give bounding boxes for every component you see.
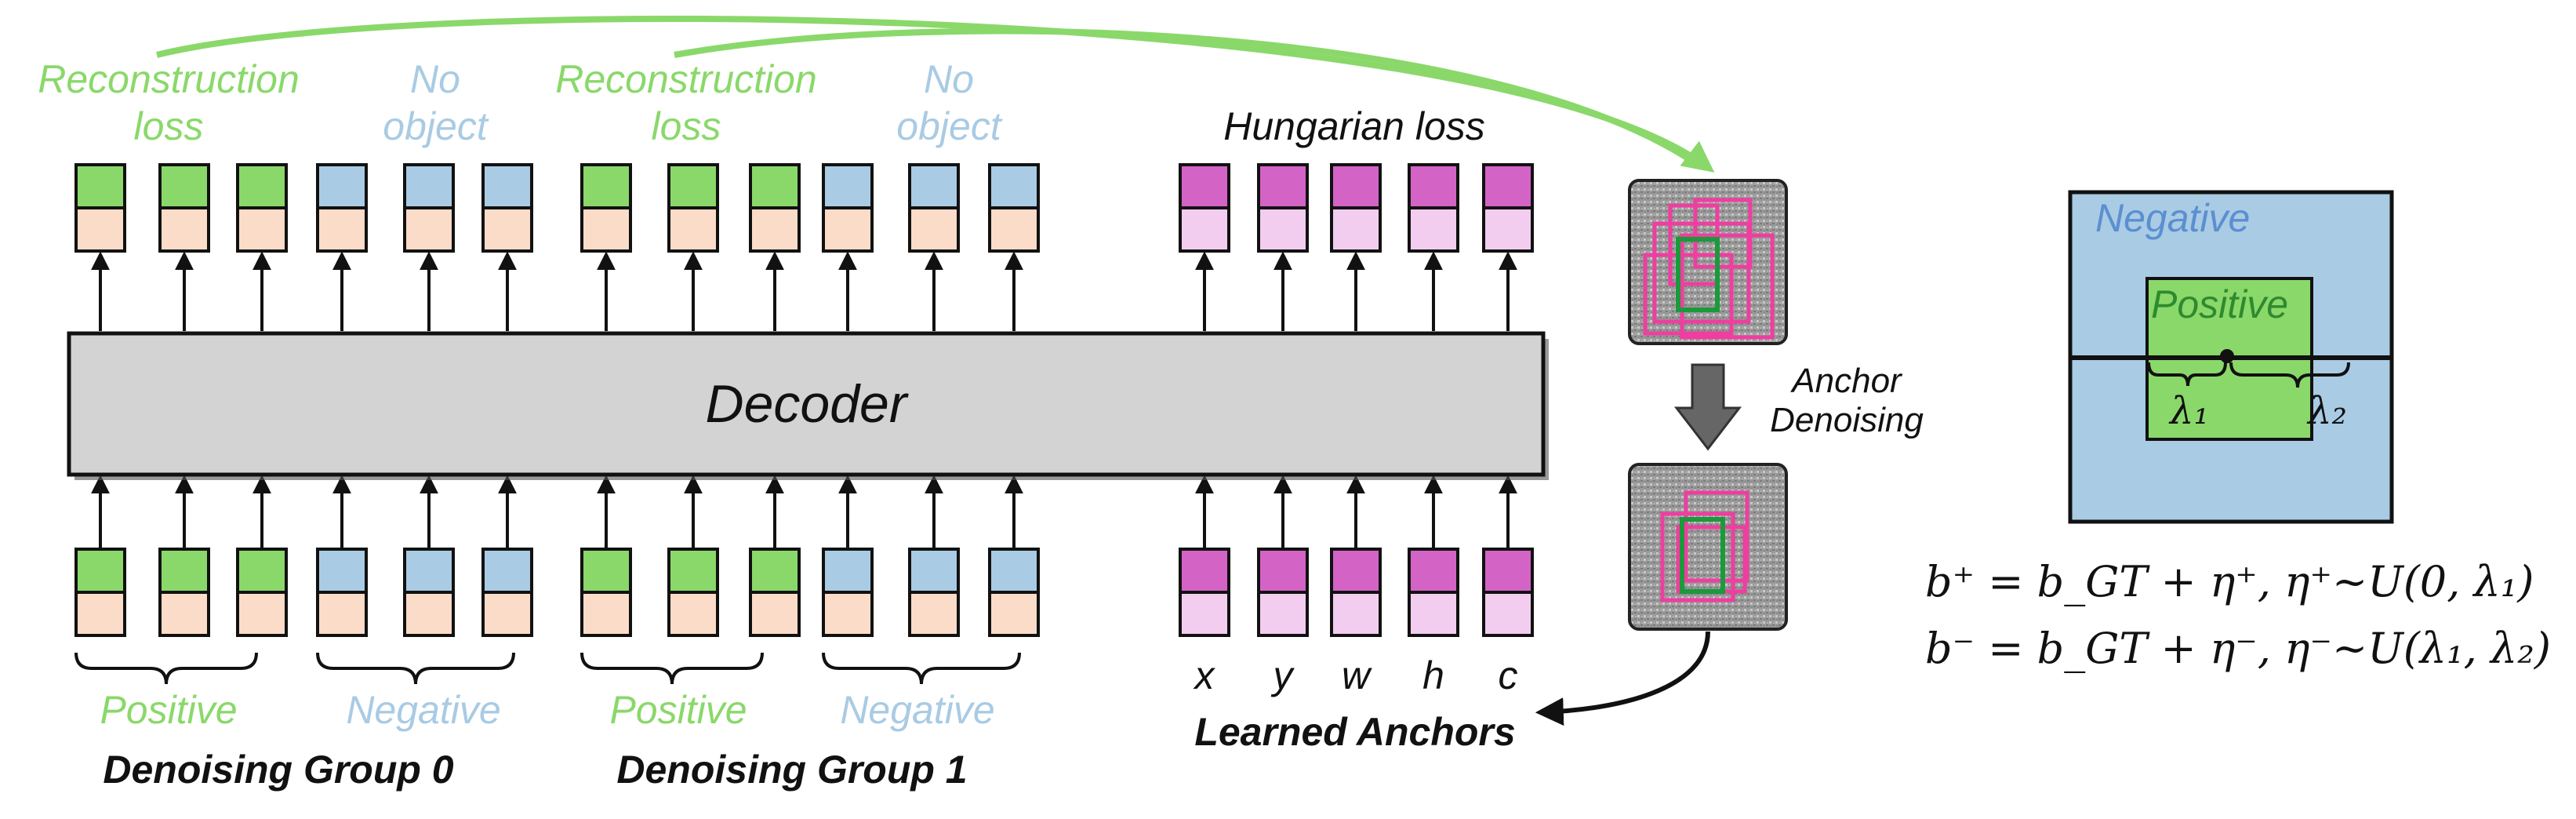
anchor-coord-x: x [1194, 653, 1216, 697]
output-token-neg-0-0 [316, 163, 368, 253]
top-label-recon-1: Reconstruction loss [555, 57, 817, 148]
anchor-denoising-label-2: Denoising [1770, 401, 1924, 439]
input-token-neg-1-2 [988, 548, 1040, 637]
lambda1-brace [2147, 362, 2227, 387]
svg-text:loss: loss [134, 104, 204, 148]
output-arrows [91, 251, 1517, 331]
input-token-neg-0-1 [403, 548, 455, 637]
noisy-anchor-image-top [1628, 179, 1788, 345]
input-token-pos-1-0 [580, 548, 632, 637]
input-token-pos-0-2 [236, 548, 288, 637]
output-token-pos-0-0 [74, 163, 126, 253]
output-token-neg-1-2 [988, 163, 1040, 253]
denoised-anchor-image-bottom [1628, 463, 1788, 631]
label-negative-0: Negative [346, 688, 500, 732]
label-group-0: Denoising Group 0 [103, 748, 453, 792]
lambda1-label: λ₁ [2168, 389, 2209, 433]
lambda2-brace [2229, 362, 2350, 388]
label-group-1: Denoising Group 1 [616, 748, 967, 792]
output-tokens [74, 163, 1534, 253]
label-positive-1: Positive [609, 688, 747, 732]
label-positive-0: Positive [100, 688, 237, 732]
svg-text:object: object [896, 104, 1003, 148]
group-braces [74, 652, 1021, 685]
output-token-anchor-1 [1257, 163, 1309, 253]
top-label-noobj-1: No object [896, 57, 1003, 148]
input-token-neg-1-0 [822, 548, 874, 637]
output-token-neg-0-1 [403, 163, 455, 253]
output-token-pos-1-0 [580, 163, 632, 253]
output-token-pos-1-1 [667, 163, 719, 253]
input-token-neg-0-0 [316, 548, 368, 637]
input-tokens [74, 548, 1534, 637]
label-learned-anchors: Learned Anchors [1194, 710, 1515, 754]
input-arrows [91, 475, 1517, 548]
output-token-anchor-2 [1330, 163, 1382, 253]
input-token-anchor-2 [1330, 548, 1382, 637]
output-token-neg-1-0 [822, 163, 874, 253]
output-token-anchor-4 [1482, 163, 1534, 253]
label-negative-1: Negative [840, 688, 994, 732]
input-token-pos-0-0 [74, 548, 126, 637]
svg-text:object: object [383, 104, 489, 148]
equation-negative: b⁻ = b_GT + η⁻, η⁻~U(λ₁, λ₂) [1925, 624, 2551, 673]
output-token-pos-0-2 [236, 163, 288, 253]
output-token-anchor-0 [1179, 163, 1230, 253]
input-token-anchor-0 [1179, 548, 1230, 637]
anchor-coord-c: c [1499, 653, 1518, 697]
svg-text:Reconstruction: Reconstruction [38, 57, 300, 101]
input-token-anchor-3 [1408, 548, 1459, 637]
output-token-neg-0-2 [481, 163, 533, 253]
output-token-pos-1-2 [749, 163, 801, 253]
input-token-neg-1-1 [908, 548, 960, 637]
denoised-to-anchors-arrow [1535, 631, 1710, 726]
input-token-pos-1-2 [749, 548, 801, 637]
anchor-coord-h: h [1422, 653, 1444, 697]
equation-positive: b⁺ = b_GT + η⁺, η⁺~U(0, λ₁) [1925, 557, 2534, 606]
output-token-neg-1-1 [908, 163, 960, 253]
svg-text:loss: loss [652, 104, 721, 148]
negative-label: Negative [2095, 196, 2250, 240]
noise-inset: Negative Positive λ₁ λ₂ [2068, 190, 2394, 524]
output-token-pos-0-1 [158, 163, 210, 253]
anchor-denoising-label-1: Anchor [1789, 362, 1903, 400]
input-token-pos-1-1 [667, 548, 719, 637]
anchor-denoising-arrow [1673, 363, 1742, 451]
top-label-noobj-0: No object [383, 57, 489, 148]
decoder-label: Decoder [705, 374, 908, 434]
svg-text:No: No [410, 57, 460, 101]
anchor-coord-w: w [1342, 653, 1372, 697]
recon-arrow-1 [674, 27, 1700, 168]
output-token-anchor-3 [1408, 163, 1459, 253]
input-token-neg-0-2 [481, 548, 533, 637]
input-token-anchor-1 [1257, 548, 1309, 637]
input-token-pos-0-1 [158, 548, 210, 637]
decoder-block [67, 331, 1546, 477]
svg-text:No: No [924, 57, 974, 101]
inset-center-dot [2220, 349, 2234, 363]
top-label-recon-0: Reconstruction loss [38, 57, 300, 148]
top-label-hungarian: Hungarian loss [1223, 104, 1485, 148]
input-token-anchor-4 [1482, 548, 1534, 637]
anchor-coord-y: y [1271, 653, 1295, 697]
lambda2-label: λ₂ [2306, 389, 2347, 433]
svg-text:Reconstruction: Reconstruction [555, 57, 817, 101]
positive-label: Positive [2151, 282, 2288, 326]
